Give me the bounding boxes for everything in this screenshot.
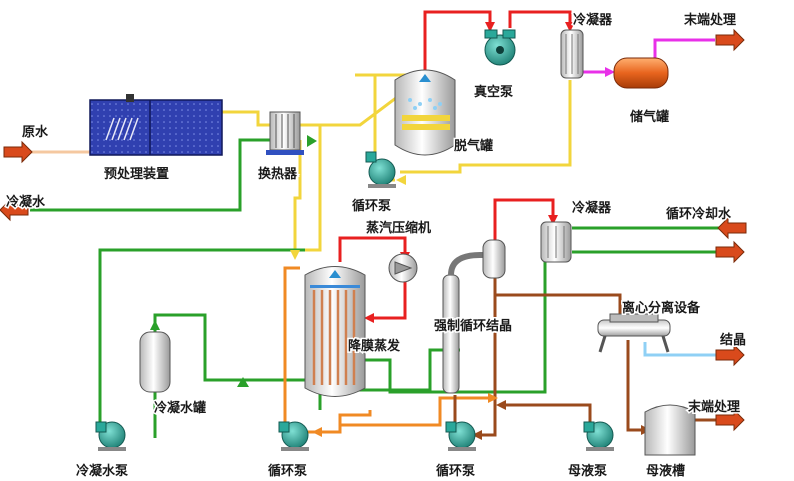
pipe-brown-2 <box>475 270 497 437</box>
pipe-green-mid <box>318 348 460 410</box>
arrowhead <box>364 313 374 323</box>
condenser-mid <box>540 221 572 263</box>
arrow-condensate-out <box>0 198 29 222</box>
arrow-crystal <box>715 343 745 367</box>
vapor-compressor <box>388 253 418 283</box>
arrowhead <box>237 377 249 387</box>
gas-tank <box>613 57 669 89</box>
condenser-top <box>560 29 584 79</box>
mother-liquor-tank <box>644 404 696 456</box>
arrowheads-green <box>150 135 317 387</box>
falling-film-evaporator <box>304 266 366 397</box>
arrowhead <box>548 215 558 225</box>
labels: 原水 预处理装置 换热器 冷凝水 脱气罐 真空泵 冷凝器 末端处理 储气罐 循环… <box>5 11 748 481</box>
label-condensate-pump: 冷凝水泵 <box>76 463 128 479</box>
label-crystal: 结晶 <box>720 332 746 348</box>
arrow-raw-water-in <box>3 140 33 164</box>
arrowhead <box>312 427 322 437</box>
pipe-magenta-2 <box>653 38 715 58</box>
arrow-tail-top <box>715 28 745 52</box>
pipe-yellow-7 <box>305 125 322 252</box>
pipe-red-crystal <box>493 198 555 240</box>
arrow-cooling-out <box>715 240 745 264</box>
arrowhead <box>307 135 317 147</box>
label-condensate-tank: 冷凝水罐 <box>154 400 206 416</box>
label-degas-tank: 脱气罐 <box>454 138 493 154</box>
pipe-red-compressor <box>338 236 407 262</box>
degas-tank <box>394 69 456 156</box>
label-forced-circ: 强制循环结晶 <box>434 318 512 334</box>
pipe-yellow-5 <box>400 80 572 174</box>
arrowhead <box>496 400 506 410</box>
label-tail-treatment-top: 末端处理 <box>683 12 736 28</box>
arrowhead <box>290 250 300 260</box>
circulation-pump-top <box>365 151 396 188</box>
centrifuge <box>597 313 671 353</box>
label-condenser-top: 冷凝器 <box>573 12 613 28</box>
pipe-orange-2 <box>308 410 372 434</box>
condensate-tank <box>139 331 171 393</box>
arrowheads-brown <box>472 325 651 440</box>
arrowheads-yellow <box>290 175 406 260</box>
arrowhead <box>150 320 160 330</box>
pipe-red-vacuum-2 <box>508 10 572 28</box>
arrowhead <box>605 67 615 77</box>
label-condensate-out: 冷凝水 <box>6 194 46 210</box>
pipe-yellow-6 <box>293 140 302 255</box>
pipe-green-loop <box>365 258 547 394</box>
pipe-red-vacuum <box>423 10 492 70</box>
label-mother-pump: 母液泵 <box>568 463 607 479</box>
circulation-pump-2 <box>445 421 476 451</box>
arrowhead <box>472 430 482 440</box>
label-circ-pump-top: 循环泵 <box>352 198 391 214</box>
pipe-orange-3 <box>340 396 495 427</box>
arrowheads-magenta <box>605 67 615 77</box>
label-pretreatment: 预处理装置 <box>104 166 169 182</box>
label-vacuum-pump: 真空泵 <box>474 84 513 100</box>
label-gas-tank: 储气罐 <box>629 109 669 125</box>
label-centrifuge: 离心分离设备 <box>622 300 701 316</box>
arrowhead <box>488 393 498 403</box>
pipe-orange-1 <box>283 266 300 440</box>
circulation-pump-1 <box>278 421 309 451</box>
label-condenser-mid: 冷凝器 <box>572 200 612 216</box>
label-vapor-compressor: 蒸汽压缩机 <box>366 220 431 236</box>
arrowhead <box>565 22 575 32</box>
label-falling-film: 降膜蒸发 <box>348 338 401 354</box>
pretreatment-unit <box>89 94 223 156</box>
label-circ-pump-2: 循环泵 <box>436 463 475 479</box>
pipe-yellow-1 <box>222 110 275 127</box>
heat-exchanger <box>266 111 304 155</box>
io-arrows <box>0 28 747 432</box>
arrowhead <box>396 175 406 185</box>
label-tail-treatment-bottom: 末端处理 <box>687 399 740 415</box>
pipe-lightblue <box>643 342 720 357</box>
mother-liquor-pump <box>583 421 614 451</box>
forced-circulation-crystallizer <box>442 239 506 394</box>
label-cooling-water: 循环冷却水 <box>666 206 732 222</box>
vacuum-pump <box>484 29 516 66</box>
condensate-pump <box>95 421 126 451</box>
pipe-green-tank <box>153 313 305 438</box>
arrow-tail-bottom <box>715 408 745 432</box>
pipe-green-left <box>98 248 305 430</box>
pipe-red-compressor-2 <box>368 280 407 320</box>
arrowhead <box>485 22 495 32</box>
label-mother-tank: 母液槽 <box>646 463 685 479</box>
label-heat-exchanger: 换热器 <box>258 166 298 182</box>
arrowheads-orange <box>312 393 498 437</box>
label-raw-water: 原水 <box>22 124 49 140</box>
label-circ-pump-1: 循环泵 <box>268 463 307 479</box>
arrow-cooling-in <box>717 216 747 240</box>
